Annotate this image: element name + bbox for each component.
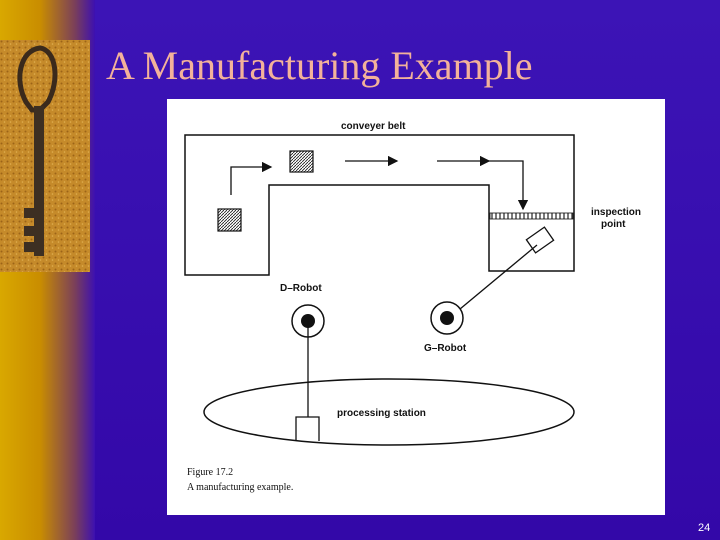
- g-robot-pivot: [440, 311, 454, 325]
- g-robot-gripper: [525, 226, 555, 254]
- flow-arrow-up: [230, 161, 273, 195]
- key-photo-image: [0, 40, 90, 272]
- processing-station-label: processing station: [337, 408, 426, 419]
- conveyor-belt-track: [184, 134, 575, 276]
- manufacturing-diagram: conveyer belt inspection point D–Robot G…: [167, 99, 665, 515]
- g-robot-arm: [447, 244, 538, 320]
- part-box-1: [289, 150, 314, 173]
- conveyer-belt-label: conveyer belt: [341, 121, 406, 132]
- processing-station: [203, 378, 575, 446]
- slide-number: 24: [698, 522, 711, 534]
- flow-arrow-down: [489, 160, 529, 211]
- figure-caption-number: Figure 17.2: [187, 467, 233, 478]
- g-robot-label: G–Robot: [424, 343, 467, 354]
- part-box-2: [217, 208, 242, 232]
- inspection-point-label-line1: inspection: [591, 207, 641, 218]
- d-robot-label: D–Robot: [280, 283, 322, 294]
- figure-caption-text: A manufacturing example.: [187, 482, 293, 493]
- slide-title: A Manufacturing Example: [106, 43, 533, 88]
- inspection-belt-strip: [489, 212, 574, 220]
- d-robot-gripper: [295, 416, 320, 441]
- inspection-point-label-line2: point: [601, 219, 626, 230]
